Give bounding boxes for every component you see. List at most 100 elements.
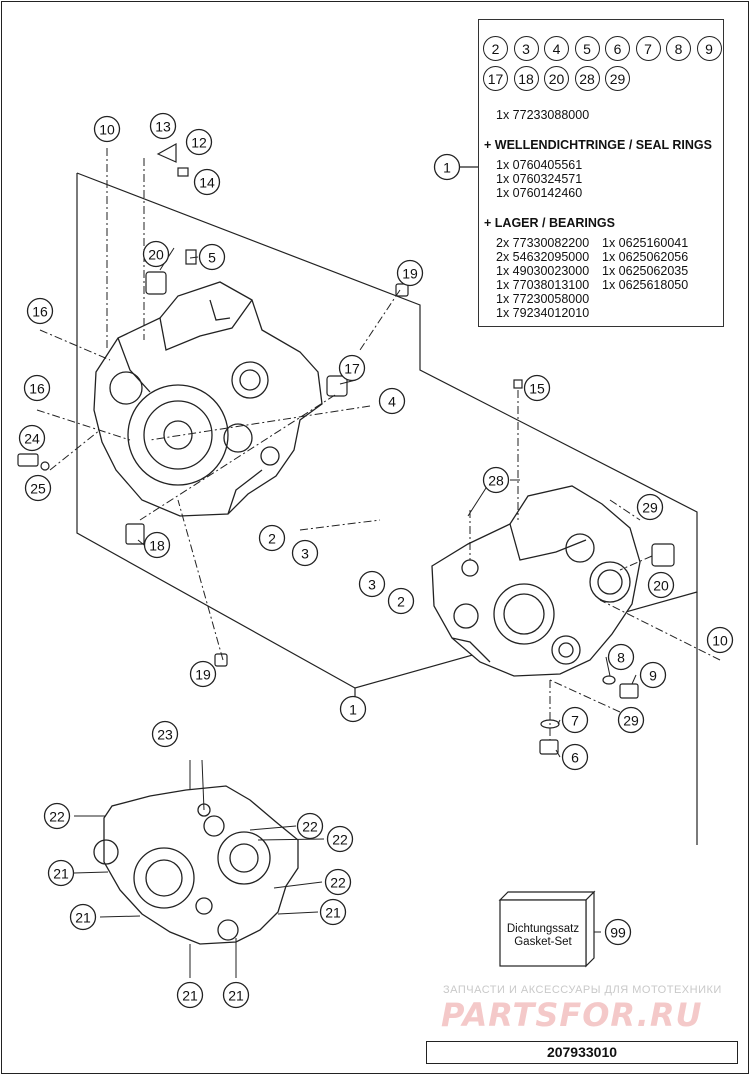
callout-circle [193, 168, 221, 196]
callout-circle [143, 531, 171, 559]
callout-number: 17 [344, 361, 360, 377]
callout-circle [607, 643, 635, 671]
seal-rings-heading: + WELLENDICHTRINGE / SEAL RINGS [484, 138, 712, 152]
bearing-left-5: 1x 77230058000 [496, 292, 590, 306]
callout-16: 16 [23, 374, 51, 402]
plug-15 [513, 379, 523, 389]
callout-22: 22 [324, 868, 352, 896]
callout-number: 4 [388, 394, 396, 410]
callout-4: 4 [378, 387, 406, 415]
callout-number: 20 [148, 247, 164, 263]
callout-number: 22 [49, 809, 65, 825]
callout-number: 24 [24, 431, 40, 447]
gasket-set-label-en: Gasket-Set [514, 936, 572, 948]
callout-9: 9 [639, 661, 667, 689]
crankcase-bottom-view [93, 785, 299, 945]
callout-circle [561, 706, 589, 734]
callout-circle [647, 571, 675, 599]
callout-circle [387, 587, 415, 615]
callout-number: 23 [157, 727, 173, 743]
bearing-right-1: 1x 0625160041 [602, 236, 689, 250]
callout-16: 16 [26, 297, 54, 325]
callout-circle [18, 424, 46, 452]
assembly-outline [76, 172, 698, 689]
callout-circle [378, 387, 406, 415]
legend-callout-18: 18 [513, 66, 539, 91]
callout-number: 9 [649, 668, 657, 684]
callout-circle [339, 695, 367, 723]
callout-1: 1 [339, 695, 367, 723]
callout-circle [358, 570, 386, 598]
callout-22: 22 [43, 802, 71, 830]
gasket-set-label-de: Dichtungssatz [506, 923, 580, 935]
callout-20: 20 [142, 240, 170, 268]
callout-number: 5 [208, 250, 216, 266]
callout-circle [706, 626, 734, 654]
callout-circle [338, 354, 366, 382]
callout-20: 20 [647, 571, 675, 599]
callout-circle [296, 812, 324, 840]
plus-sign: + [484, 216, 492, 230]
legend-callout-8: 8 [666, 36, 691, 61]
callout-2: 2 [258, 524, 286, 552]
callout-29: 29 [636, 493, 664, 521]
callout-5: 5 [198, 243, 226, 271]
callout-number: 19 [402, 266, 418, 282]
callout-number: 21 [182, 988, 198, 1004]
callout-24: 24 [18, 424, 46, 452]
callout-number: 21 [53, 866, 69, 882]
callout-number: 21 [75, 910, 91, 926]
seal-ring-3: 1x 0760142460 [496, 186, 583, 200]
plug-9 [619, 683, 639, 699]
callout-number: 21 [325, 905, 341, 921]
legend-callout-9: 9 [696, 36, 722, 61]
screw-24 [17, 453, 39, 467]
callout-circle [482, 466, 510, 494]
callout-14: 14 [193, 168, 221, 196]
callout-number: 16 [29, 381, 45, 397]
callout-21: 21 [47, 859, 75, 887]
callout-22: 22 [296, 812, 324, 840]
callout-28: 28 [482, 466, 510, 494]
assembly-part-number: 1x 77233088000 [496, 108, 590, 122]
part-14 [177, 167, 189, 177]
callout-circle [604, 918, 632, 946]
bearings-title: LAGER / BEARINGS [494, 216, 615, 230]
callout-circle [396, 259, 424, 287]
callout-circle [189, 660, 217, 688]
callout-circle [185, 128, 213, 156]
callout-12: 12 [185, 128, 213, 156]
seal-8 [602, 675, 616, 685]
watermark-tagline: ЗАПЧАСТИ И АКСЕССУАРЫ ДЛЯ МОТОТЕХНИКИ [443, 984, 722, 996]
bearing-right-2: 1x 0625062056 [602, 250, 689, 264]
bearing-left-4: 1x 77038013100 [496, 278, 590, 292]
legend-callout-28: 28 [574, 66, 600, 91]
callout-number: 1 [443, 160, 451, 176]
legend-callout-29: 29 [605, 66, 630, 91]
callout-circle [324, 868, 352, 896]
callout-17: 17 [338, 354, 366, 382]
callout-circle [149, 112, 177, 140]
callout-number: 16 [32, 304, 48, 320]
callout-number: 8 [617, 650, 625, 666]
callout-6: 6 [561, 743, 589, 771]
callout-circle [326, 825, 354, 853]
lever-12-13 [156, 142, 177, 163]
bearing-20-right [651, 543, 675, 567]
bearings-heading: + LAGER / BEARINGS [484, 216, 615, 230]
callout-3: 3 [291, 539, 319, 567]
callout-circle [47, 859, 75, 887]
callout-number: 15 [529, 381, 545, 397]
bearing-right-4: 1x 0625618050 [602, 278, 689, 292]
bearing-left-2: 2x 54632095000 [496, 250, 590, 264]
callout-number: 22 [330, 875, 346, 891]
callout-29: 29 [617, 706, 645, 734]
callout-circle [69, 903, 97, 931]
callout-number: 28 [488, 473, 504, 489]
callout-10: 10 [93, 115, 121, 143]
legend-callout-5: 5 [574, 36, 600, 61]
seal-ring-1: 1x 0760405561 [496, 158, 583, 172]
callout-number: 2 [268, 531, 276, 547]
callout-3: 3 [358, 570, 386, 598]
